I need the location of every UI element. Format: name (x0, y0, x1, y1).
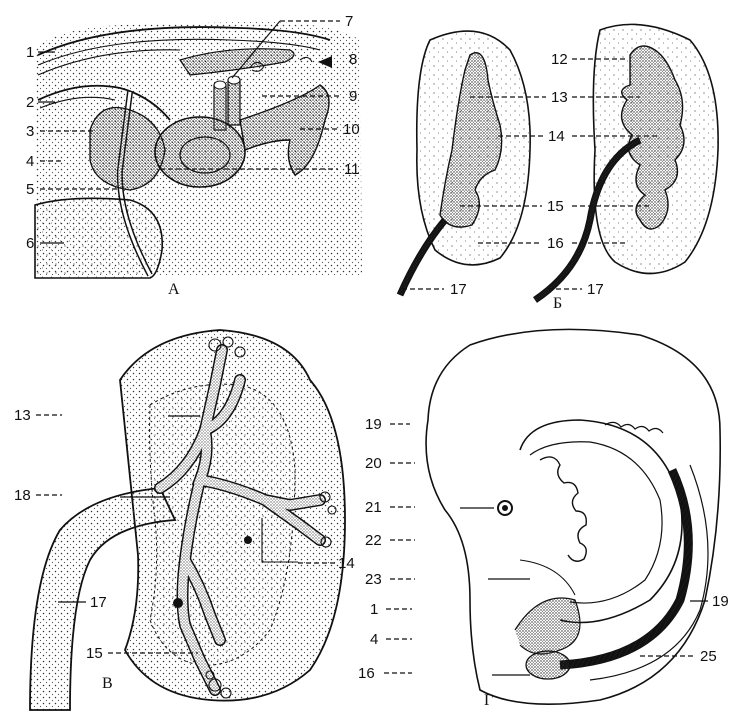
label-15: 15 (547, 198, 564, 215)
label-1-d: 1 (370, 601, 378, 618)
label-15-c: 15 (86, 645, 103, 662)
label-17: 17 (450, 281, 467, 298)
panel-v-labels: 13 18 14 17 15 В (14, 407, 355, 692)
panel-b-labels: 12 13 14 15 16 17 17 Б (402, 51, 660, 312)
label-8: 8 (349, 51, 357, 68)
label-20: 20 (365, 455, 382, 472)
label-25: 25 (700, 648, 717, 665)
label-23: 23 (365, 571, 382, 588)
label-17-c: 17 (90, 594, 107, 611)
label-2: 2 (26, 94, 34, 111)
label-21: 21 (365, 499, 382, 516)
label-14-c: 14 (338, 555, 355, 572)
panel-g-labels: 19 20 21 22 23 1 4 16 19 25 Г (358, 416, 729, 709)
label-12: 12 (551, 51, 568, 68)
panel-v-illustration (29, 329, 346, 711)
label-17-right: 17 (587, 281, 604, 298)
label-19-right: 19 (712, 593, 729, 610)
label-14: 14 (548, 128, 565, 145)
panel-g-letter: Г (484, 692, 493, 709)
label-13-c: 13 (14, 407, 31, 424)
panel-g-illustration (425, 328, 721, 706)
label-7: 7 (345, 13, 353, 30)
label-6: 6 (26, 235, 34, 252)
panel-a-illustration (34, 21, 362, 279)
label-1: 1 (26, 44, 34, 61)
label-16-d: 16 (358, 665, 375, 682)
label-13: 13 (551, 89, 568, 106)
panel-a-letter: А (168, 281, 180, 298)
panel-b-letter: Б (553, 295, 562, 312)
label-16: 16 (547, 235, 564, 252)
label-10: 10 (343, 121, 360, 138)
label-9: 9 (349, 88, 357, 105)
label-4: 4 (26, 153, 34, 170)
label-18: 18 (14, 487, 31, 504)
panel-a-labels: 1 2 3 4 5 6 7 8 9 10 11 А (26, 13, 360, 298)
label-5: 5 (26, 181, 34, 198)
label-3: 3 (26, 123, 34, 140)
label-19: 19 (365, 416, 382, 433)
label-22: 22 (365, 532, 382, 549)
label-4-d: 4 (370, 631, 378, 648)
label-11: 11 (344, 161, 360, 178)
panel-v-letter: В (102, 675, 113, 692)
